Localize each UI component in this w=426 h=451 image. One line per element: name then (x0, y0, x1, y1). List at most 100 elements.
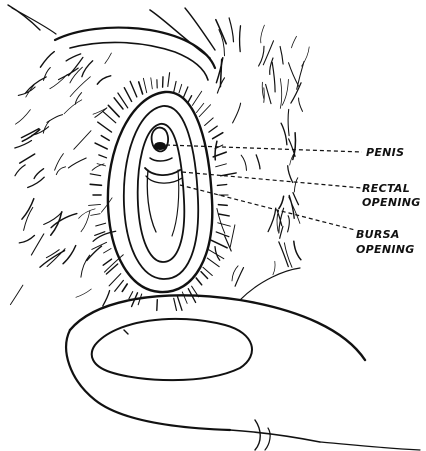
fur-hair (219, 214, 230, 216)
fur-hair (179, 84, 182, 92)
fur-hair (280, 47, 283, 65)
fur-hair (98, 122, 112, 132)
fur-hair (104, 249, 112, 254)
fur-hair (209, 126, 217, 132)
fur-hair (182, 292, 187, 304)
fur-hair (151, 78, 153, 89)
fur-hair (215, 247, 220, 261)
fur-hair (143, 78, 146, 92)
fur-hair (281, 123, 287, 145)
fur-hair (97, 76, 110, 84)
fur-hair (95, 143, 107, 149)
fur-hair (89, 204, 101, 205)
rectal-opening-label-line2: OPENING (362, 196, 421, 209)
fur-hair (157, 300, 158, 311)
fur-hair (216, 164, 227, 167)
fur-hair (268, 208, 276, 232)
fur-hair (216, 232, 229, 237)
fur-hair (25, 77, 46, 94)
fur-hair (91, 214, 101, 216)
fur-hair (139, 82, 143, 94)
fur-hair (64, 100, 82, 114)
fur-hair (294, 178, 298, 192)
fur-hair (20, 154, 35, 163)
fur-hair (294, 241, 301, 259)
fur-hair (34, 169, 44, 179)
fur-hair (259, 46, 264, 66)
bursa-opening-label-line1: BURSA (356, 228, 400, 241)
fur-hair (293, 193, 299, 205)
fur-hair (205, 118, 214, 126)
fur-hair (280, 227, 283, 239)
thumb-outline (70, 295, 365, 360)
fur-hair (229, 18, 233, 42)
fur-hair (196, 103, 203, 112)
fur-hair (266, 84, 271, 103)
fur-hair (288, 216, 290, 232)
penis-structure (150, 128, 172, 161)
fur-hair (174, 298, 177, 310)
fur-hair (66, 54, 81, 61)
fur-hair (90, 184, 101, 185)
fur-hair (217, 209, 225, 234)
fur-hair (103, 291, 110, 306)
fur-hair (79, 209, 96, 219)
fur-hair (256, 155, 260, 169)
fur-hair (40, 251, 65, 268)
fur-hair (129, 292, 133, 299)
fur-hair (292, 36, 297, 48)
fur-hair (221, 173, 237, 176)
fur-hair (103, 112, 116, 123)
lower-thumb (66, 268, 420, 450)
fur-hair (241, 155, 246, 170)
fur-hair (183, 87, 188, 98)
fur-hair (101, 136, 109, 141)
fur-hair (302, 47, 310, 66)
fur-hair (291, 83, 301, 103)
fur-hair (233, 103, 241, 123)
fur-hair (122, 284, 127, 291)
fur-hair (40, 52, 54, 68)
fur-hair (99, 155, 107, 158)
fur-hair (216, 20, 226, 44)
fur-hair (92, 164, 104, 170)
fur-hair (211, 240, 227, 248)
fur-hair (28, 177, 45, 187)
fur-hair (10, 285, 23, 305)
fur-hair (218, 205, 227, 206)
fur-hair (74, 131, 91, 150)
fur-hair (174, 81, 177, 92)
bursa-opening-label-line2: OPENING (356, 243, 415, 256)
fur-hair (15, 110, 30, 125)
fur-hair (90, 174, 101, 176)
fur-hair (218, 223, 231, 226)
fur-hair (196, 278, 202, 285)
penis-leader (166, 145, 362, 152)
fur-hair (273, 261, 275, 275)
fur-hair (44, 68, 51, 81)
fur-hair (207, 258, 219, 267)
fur-hair (15, 165, 25, 176)
fur-hair (230, 225, 235, 247)
fur-hair (282, 79, 288, 105)
fur-hair (68, 158, 86, 168)
fur-hair (50, 75, 67, 89)
fur-hair (224, 235, 231, 251)
fur-hair (75, 93, 81, 105)
fur-hair (168, 73, 170, 87)
fur-hair (299, 98, 303, 111)
fur-hair (76, 289, 91, 297)
fur-hair (103, 259, 111, 265)
fur-strokes (10, 18, 309, 311)
fur-hair (56, 167, 65, 175)
fur-hair (288, 166, 293, 183)
vent (108, 92, 212, 292)
fur-hair (82, 61, 93, 77)
fur-hair (130, 81, 137, 97)
fur-hair (284, 243, 292, 267)
upper-finger (8, 5, 215, 80)
fur-hair (279, 196, 284, 208)
fur-hair (51, 214, 77, 228)
fur-hair (201, 272, 208, 279)
